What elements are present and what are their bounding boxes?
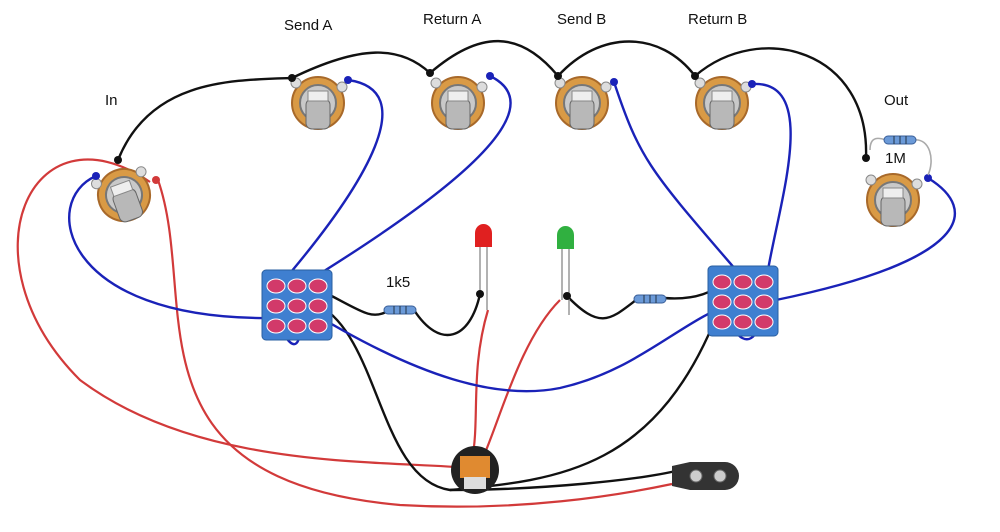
ground-wire — [116, 40, 868, 161]
in-label: In — [105, 92, 118, 109]
signal-wire — [279, 78, 384, 286]
red-led — [475, 224, 492, 310]
signal-wire — [299, 298, 741, 393]
send-a-label: Send A — [284, 17, 333, 34]
send-b-label: Send B — [557, 11, 607, 28]
signal-wire — [299, 74, 512, 288]
resistor-right — [633, 294, 667, 304]
power-wire — [470, 309, 490, 461]
resistor-1k5 — [383, 305, 417, 315]
power-wire — [16, 158, 471, 470]
send-b-jack[interactable] — [554, 76, 612, 130]
input-jack[interactable] — [88, 159, 162, 230]
green-led — [557, 226, 574, 315]
signal-wire — [775, 176, 957, 302]
right-3pdt-switch[interactable] — [707, 265, 779, 337]
output-jack[interactable] — [865, 173, 923, 227]
return-a-label: Return A — [423, 11, 482, 28]
signal-wire — [751, 82, 792, 271]
left-3pdt-switch[interactable] — [261, 269, 333, 341]
ground-wire — [319, 301, 724, 492]
power-wire — [156, 179, 673, 508]
resistor-1m-label: 1M — [885, 150, 906, 167]
power-wire — [480, 299, 561, 461]
resistor-1m — [883, 135, 917, 145]
return-a-jack[interactable] — [430, 76, 488, 130]
battery-clip[interactable] — [672, 462, 739, 490]
out-label: Out — [884, 92, 909, 109]
return-b-label: Return B — [688, 11, 748, 28]
send-a-jack[interactable] — [290, 76, 348, 130]
resistor-1k5-label: 1k5 — [386, 274, 411, 291]
signal-wire — [68, 174, 271, 320]
return-b-jack[interactable] — [694, 76, 752, 130]
dc-power-jack[interactable] — [451, 446, 499, 494]
signal-wire — [612, 81, 737, 271]
